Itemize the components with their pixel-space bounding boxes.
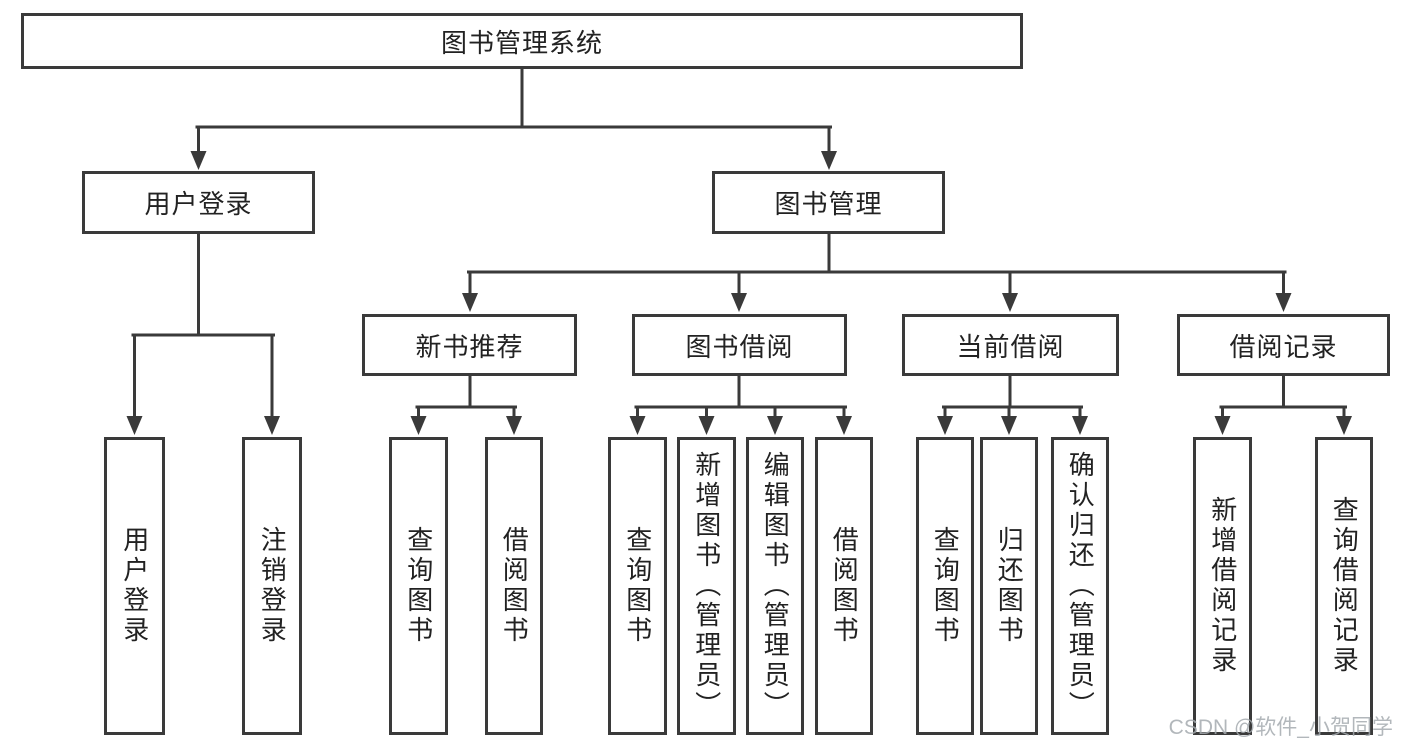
leaf-query-borrow-record-label: 查询借阅记录 (1329, 496, 1360, 676)
leaf-query-borrow-record: 查询借阅记录 (1315, 437, 1373, 735)
node-current-borrowing: 当前借阅 (902, 314, 1119, 376)
leaf-query-books-recommend-label: 查询图书 (403, 526, 434, 646)
leaf-query-books-borrowing: 查询图书 (608, 437, 667, 735)
leaf-return-books-label: 归还图书 (994, 526, 1025, 646)
leaf-borrow-books-recommend-label: 借阅图书 (499, 526, 530, 646)
leaf-edit-books-admin: 编辑图书（管理员） (746, 437, 804, 735)
leaf-user-login-label: 用户登录 (119, 526, 150, 646)
csdn-watermark: CSDN @软件_小贺同学 (1168, 716, 1393, 739)
node-book-management: 图书管理 (712, 171, 945, 234)
leaf-query-books-current-label: 查询图书 (930, 526, 961, 646)
node-library-system-label: 图书管理系统 (440, 27, 603, 58)
node-library-system: 图书管理系统 (21, 13, 1023, 69)
leaf-borrow-books-borrowing: 借阅图书 (815, 437, 873, 735)
node-borrowing-records-label: 借阅记录 (1229, 331, 1338, 362)
leaf-logout: 注销登录 (242, 437, 302, 735)
leaf-confirm-return-admin-label: 确认归还（管理员） (1065, 451, 1096, 721)
leaf-add-books-admin: 新增图书（管理员） (677, 437, 736, 735)
node-user-login: 用户登录 (82, 171, 315, 234)
node-book-borrowing: 图书借阅 (632, 314, 847, 376)
leaf-add-borrow-record: 新增借阅记录 (1193, 437, 1252, 735)
node-new-book-recommendation: 新书推荐 (362, 314, 577, 376)
leaf-query-books-recommend: 查询图书 (389, 437, 448, 735)
leaf-confirm-return-admin: 确认归还（管理员） (1051, 437, 1109, 735)
leaf-add-books-admin-label: 新增图书（管理员） (691, 451, 722, 721)
leaf-add-borrow-record-label: 新增借阅记录 (1207, 496, 1238, 676)
leaf-user-login: 用户登录 (104, 437, 165, 735)
leaf-query-books-current: 查询图书 (916, 437, 974, 735)
leaf-edit-books-admin-label: 编辑图书（管理员） (760, 451, 791, 721)
node-book-borrowing-label: 图书借阅 (685, 331, 794, 362)
leaf-logout-label: 注销登录 (257, 526, 288, 646)
node-new-book-recommendation-label: 新书推荐 (415, 331, 524, 362)
node-user-login-label: 用户登录 (144, 189, 253, 219)
node-book-management-label: 图书管理 (774, 189, 883, 219)
leaf-return-books: 归还图书 (980, 437, 1038, 735)
leaf-query-books-borrowing-label: 查询图书 (622, 526, 653, 646)
node-current-borrowing-label: 当前借阅 (956, 331, 1065, 362)
leaf-borrow-books-borrowing-label: 借阅图书 (829, 526, 860, 646)
node-borrowing-records: 借阅记录 (1177, 314, 1390, 376)
leaf-borrow-books-recommend: 借阅图书 (485, 437, 543, 735)
